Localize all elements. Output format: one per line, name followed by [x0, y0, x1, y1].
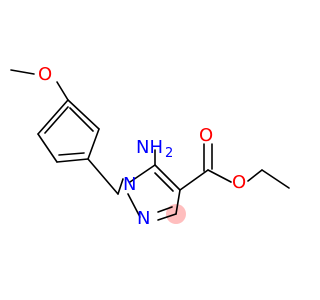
bond-benzene-1	[67, 99, 100, 130]
bond-benzene-1-inner	[69, 107, 94, 132]
bond-c3-n2-outer	[157, 213, 177, 221]
bond-c4-carbonyl	[179, 169, 209, 191]
bond-benzene-5	[37, 99, 69, 135]
bond-benzene-3	[56, 158, 89, 163]
atom-methoxy-oxygen: O	[38, 64, 52, 85]
bond-ester-o-ch2	[247, 169, 263, 182]
atom-carbonyl-oxygen: O	[199, 125, 213, 146]
bond-c3-n2-inner	[157, 206, 173, 213]
molecule-diagram: O NH 2 N N O O	[10, 64, 290, 229]
bond-benzene-2	[87, 128, 100, 160]
structure-canvas: O NH 2 N N O O	[10, 64, 290, 229]
bond-ring-ch2	[87, 158, 119, 195]
atom-ring-n1: N	[123, 174, 136, 195]
atom-ester-oxygen: O	[232, 172, 246, 193]
bond-n2-n1	[127, 193, 141, 218]
bond-ch2-n1	[117, 178, 124, 195]
bond-o-ring	[56, 81, 69, 101]
bond-benzene-4	[37, 133, 58, 163]
bond-benzene-5-inner	[44, 106, 69, 134]
atom-ring-n2: N	[137, 208, 150, 229]
atom-amino-subscript: 2	[165, 146, 173, 161]
bond-methyl-o	[10, 69, 35, 75]
atom-amino-nitrogen: NH	[136, 137, 163, 158]
bond-c4-c3	[175, 189, 181, 215]
bond-benzene-3-inner	[58, 152, 85, 156]
bond-c5-c4-inner	[154, 172, 174, 192]
bond-ch2-ch3	[261, 169, 290, 189]
bond-n1-c5	[129, 164, 156, 183]
bond-c5-c4-outer	[154, 164, 181, 191]
bond-carbonyl-ester-o	[207, 169, 232, 183]
